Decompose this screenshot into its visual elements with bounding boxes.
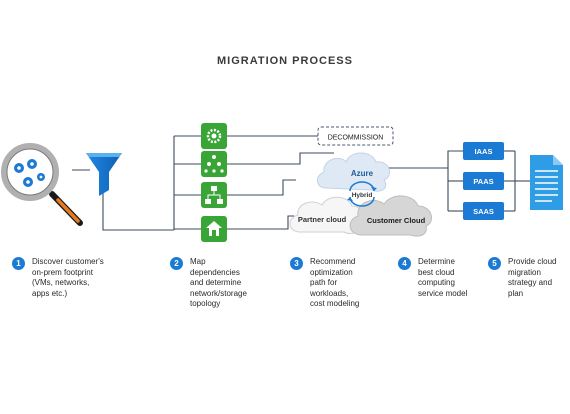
- step-number-badge: 1: [12, 257, 25, 270]
- saas-box: [463, 202, 504, 220]
- customer-cloud: [349, 195, 433, 237]
- step-description: Determine best cloud computing service m…: [418, 257, 468, 298]
- document-icon: [530, 155, 563, 210]
- step-number-badge: 3: [290, 257, 303, 270]
- step-number-badge: 4: [398, 257, 411, 270]
- hierarchy-icon: [201, 151, 227, 177]
- iaas-box: [463, 142, 504, 160]
- customer-cloud-label: Customer Cloud: [367, 216, 426, 225]
- saas-label: SAAS: [473, 207, 494, 216]
- step-number-badge: 5: [488, 257, 501, 270]
- step-description: Map dependencies and determine network/s…: [190, 257, 247, 308]
- decommission-box: [317, 126, 394, 146]
- step-number-badge: 2: [170, 257, 183, 270]
- page-title: MIGRATION PROCESS: [217, 55, 353, 67]
- azure-cloud: [317, 152, 391, 192]
- funnel-icon: [86, 153, 122, 196]
- magnifier-icon: [1, 143, 83, 226]
- decommission-label: DECOMMISSION: [328, 135, 384, 142]
- step-description: Recommend optimization path for workload…: [310, 257, 360, 308]
- partner-cloud-label: Partner cloud: [298, 215, 347, 224]
- step-description: Discover customer's on-prem footprint (V…: [32, 257, 104, 298]
- azure-label: Azure: [351, 169, 374, 178]
- network-icon: [201, 182, 227, 208]
- step-description: Provide cloud migration strategy and pla…: [508, 257, 557, 298]
- gear-icon: [201, 123, 227, 149]
- hybrid-cycle-icon: [347, 181, 377, 207]
- paas-label: PAAS: [473, 177, 493, 186]
- paas-box: [463, 172, 504, 190]
- iaas-label: IAAS: [475, 147, 493, 156]
- hybrid-label: Hybrid: [352, 192, 373, 199]
- connector-lines: [72, 135, 530, 231]
- home-icon: [201, 216, 227, 242]
